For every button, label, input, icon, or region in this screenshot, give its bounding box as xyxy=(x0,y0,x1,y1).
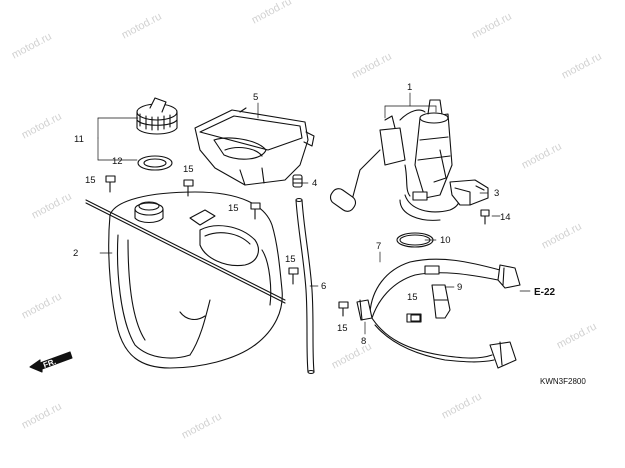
reference-group-label: E-22 xyxy=(534,287,556,298)
hose-clip xyxy=(292,174,303,188)
part-number-2: 2 xyxy=(73,248,78,259)
leader-lines xyxy=(97,92,531,335)
part-number-6: 6 xyxy=(321,281,326,292)
part-number-8: 8 xyxy=(361,336,366,347)
front-direction-arrow xyxy=(29,351,73,373)
setting-plate xyxy=(449,179,489,206)
part-number-5: 5 xyxy=(253,92,258,103)
filler-cap xyxy=(136,97,178,135)
part-number-15: 15 xyxy=(183,164,194,175)
part-number-15: 15 xyxy=(228,203,239,214)
part-number-11: 11 xyxy=(74,134,84,145)
part-number-15: 15 xyxy=(285,254,296,265)
part-number-7: 7 xyxy=(376,241,381,252)
hose-joint xyxy=(431,284,451,319)
part-number-1: 1 xyxy=(407,82,412,93)
flange-bolts xyxy=(105,175,421,322)
part-number-12: 12 xyxy=(112,156,123,167)
bolt-14 xyxy=(480,209,490,225)
fuel-tank xyxy=(85,191,286,369)
cap-gasket xyxy=(137,155,173,171)
part-number-14: 14 xyxy=(500,212,511,223)
part-number-4: 4 xyxy=(312,178,317,189)
fuel-pump-assembly xyxy=(329,99,461,221)
part-number-3: 3 xyxy=(494,188,499,199)
fuel-hose xyxy=(369,258,521,369)
part-number-15: 15 xyxy=(85,175,96,186)
tank-tray xyxy=(194,107,315,186)
part-number-10: 10 xyxy=(440,235,451,246)
breather-hose xyxy=(295,197,315,375)
part-number-9: 9 xyxy=(457,282,462,293)
hose-clamp xyxy=(356,299,373,321)
drawing-code: KWN3F2800 xyxy=(540,377,586,386)
front-direction-label: FR. xyxy=(42,357,57,370)
part-number-15: 15 xyxy=(407,292,418,303)
part-number-15: 15 xyxy=(337,323,348,334)
